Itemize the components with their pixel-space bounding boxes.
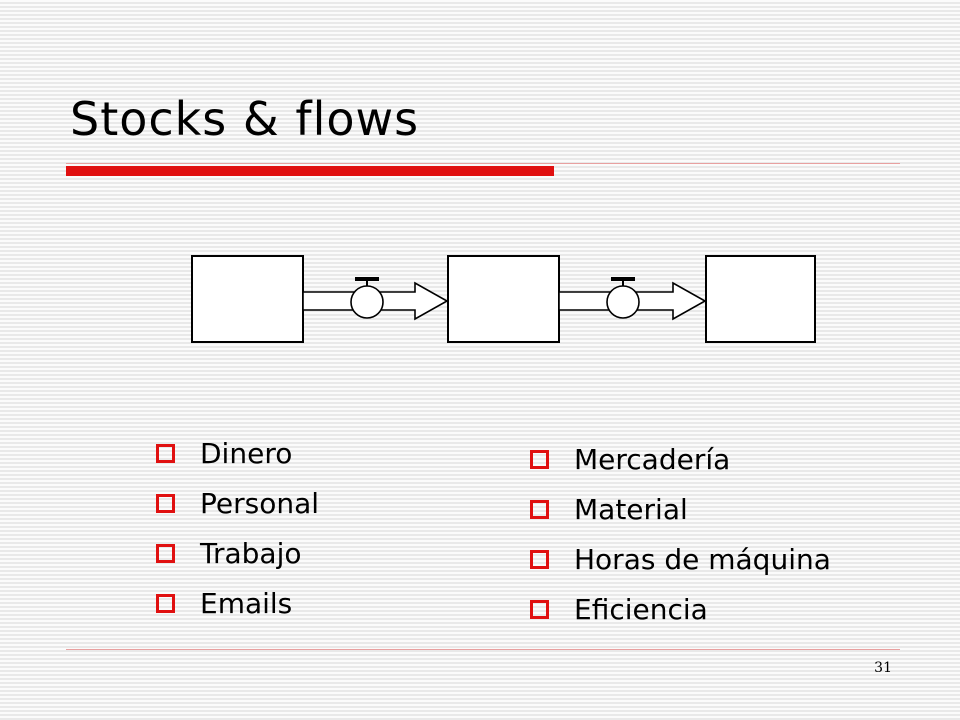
square-bullet-icon bbox=[156, 593, 175, 613]
valve-2 bbox=[606, 285, 640, 319]
slide-title: Stocks & flows bbox=[70, 92, 420, 146]
square-bullet-icon bbox=[156, 493, 175, 513]
flow-2 bbox=[558, 277, 707, 321]
square-bullet-icon bbox=[530, 599, 549, 619]
square-bullet-icon bbox=[156, 543, 175, 563]
title-underline bbox=[66, 163, 900, 164]
list-item: Horas de máquina bbox=[530, 534, 831, 584]
list-item-label: Mercadería bbox=[574, 442, 731, 476]
stock-box-2 bbox=[447, 255, 560, 343]
square-bullet-icon bbox=[530, 549, 549, 569]
stock-box-3 bbox=[705, 255, 816, 343]
list-item: Mercadería bbox=[530, 434, 831, 484]
stock-flow-diagram bbox=[191, 255, 816, 343]
list-item: Trabajo bbox=[156, 528, 319, 578]
list-item: Eficiencia bbox=[530, 584, 831, 634]
list-item-label: Trabajo bbox=[200, 536, 302, 570]
bullet-list-right: Mercadería Material Horas de máquina Efi… bbox=[530, 434, 831, 634]
list-item-label: Dinero bbox=[200, 436, 293, 470]
list-item: Dinero bbox=[156, 428, 319, 478]
square-bullet-icon bbox=[530, 449, 549, 469]
list-item: Emails bbox=[156, 578, 319, 628]
square-bullet-icon bbox=[156, 443, 175, 463]
list-item-label: Eficiencia bbox=[574, 592, 708, 626]
list-item-label: Material bbox=[574, 492, 688, 526]
bullet-list-left: Dinero Personal Trabajo Emails bbox=[156, 428, 319, 628]
list-item-label: Emails bbox=[200, 586, 293, 620]
page-number: 31 bbox=[874, 660, 892, 676]
list-item-label: Horas de máquina bbox=[574, 542, 831, 576]
flow-1 bbox=[302, 277, 449, 321]
list-item: Personal bbox=[156, 478, 319, 528]
footer-rule bbox=[66, 649, 900, 650]
list-item-label: Personal bbox=[200, 486, 320, 520]
stock-box-1 bbox=[191, 255, 304, 343]
title-accent-bar bbox=[66, 166, 554, 176]
valve-1 bbox=[350, 285, 384, 319]
list-item: Material bbox=[530, 484, 831, 534]
square-bullet-icon bbox=[530, 499, 549, 519]
